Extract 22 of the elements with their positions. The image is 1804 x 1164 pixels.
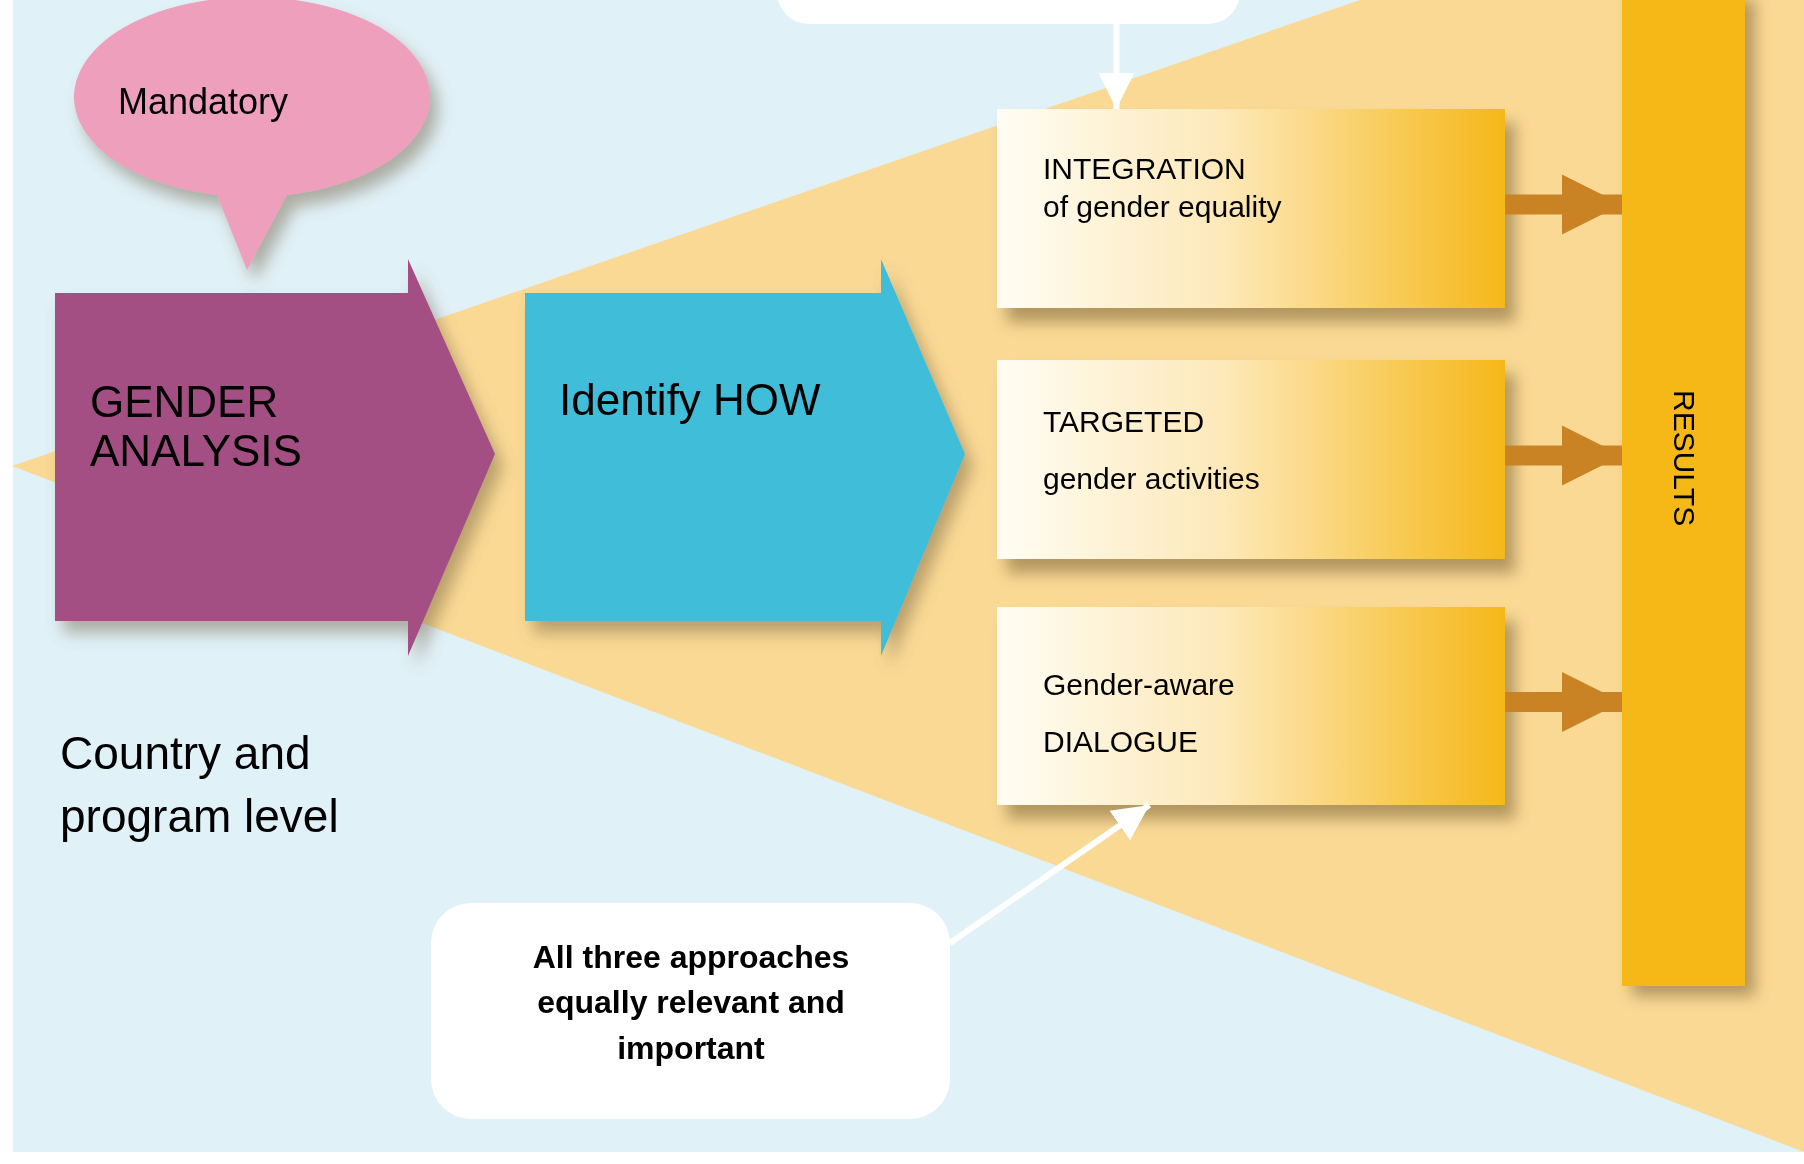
approach-title: Gender-aware	[1043, 667, 1236, 703]
arrow	[1505, 174, 1622, 235]
approach-title: of gender equality	[1043, 189, 1283, 225]
approach-title: TARGETED	[1043, 404, 1206, 440]
approach-title: INTEGRATION	[1043, 151, 1247, 187]
arrow	[1505, 672, 1622, 733]
results-label: RESULTS	[1667, 390, 1702, 527]
callout-box	[431, 903, 950, 1119]
approach-box	[997, 109, 1505, 308]
approach-box	[997, 360, 1505, 559]
approach-title: gender activities	[1043, 461, 1261, 497]
level-label: Country and program level	[60, 726, 340, 845]
arrow	[1098, 24, 1135, 109]
results-bar	[1622, 0, 1745, 986]
approach-box	[997, 607, 1505, 805]
arrow	[948, 802, 1152, 946]
step-title: Identify HOW	[559, 374, 822, 426]
approach-title: DIALOGUE	[1043, 724, 1200, 760]
step-title: GENDER ANALYSIS	[90, 377, 303, 476]
bubble-text: Mandatory	[118, 80, 290, 124]
note-text: All three approaches equally relevant and important	[531, 938, 851, 1068]
arrow	[1505, 425, 1622, 486]
